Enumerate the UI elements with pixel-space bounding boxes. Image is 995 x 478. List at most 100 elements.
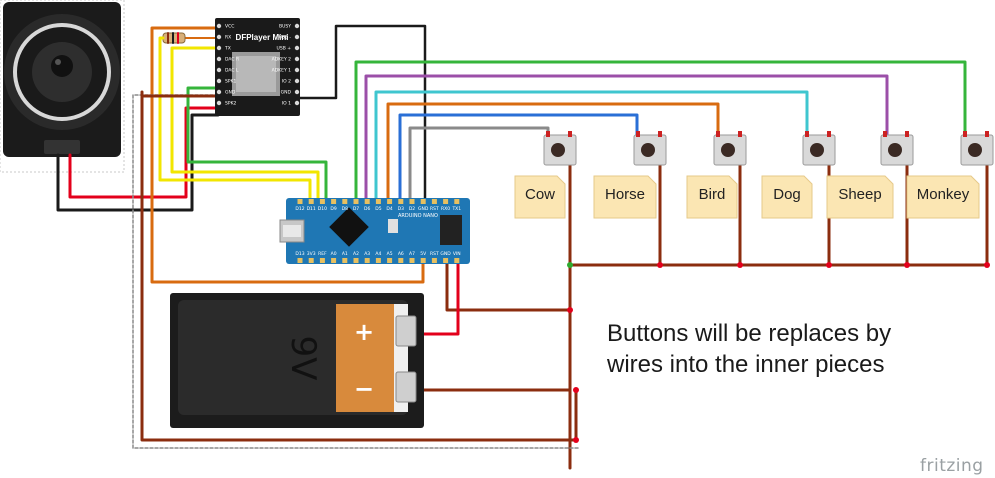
push-button-monkey: Monkey [906, 131, 994, 219]
nano-pin-label: GND [440, 251, 451, 257]
button-label: Horse [605, 186, 645, 203]
nano-pin-label: 5V [420, 251, 427, 257]
wire-return-brown [140, 90, 578, 442]
speaker-dome-highlight [55, 59, 61, 65]
nano-pin-label: A6 [398, 251, 404, 257]
nano-pin-label: D3 [398, 206, 404, 212]
speaker-terminal-block [44, 140, 80, 154]
nano-pin-label: A0 [331, 251, 337, 257]
nano-label: ARDUINO NANO [398, 213, 438, 219]
sticky-note [826, 175, 894, 219]
nano-pin-label: D5 [375, 206, 381, 212]
caption-line: wires into the inner pieces [607, 351, 885, 378]
speaker-outline [0, 0, 125, 173]
nano-pin [375, 199, 381, 204]
dfplayer-pin [294, 23, 300, 29]
dfplayer-pin-label: ADKEY 2 [272, 57, 292, 63]
button-label: Bird [699, 186, 726, 203]
nano-pin [364, 258, 370, 263]
battery-voltage-label: 9V [283, 336, 323, 381]
wire-vin-red [408, 260, 460, 336]
nano-pin [443, 199, 449, 204]
nano-pin [308, 199, 314, 204]
nano-pin-label: TX1 [451, 206, 461, 212]
nano-pin [409, 199, 415, 204]
junction-dot [573, 437, 579, 443]
nano-pin-label: RX0 [441, 206, 450, 212]
button-leg [963, 131, 967, 137]
nano-pin-label: D12 [295, 206, 304, 212]
nano-pin [319, 258, 325, 263]
nano-pin-label: A4 [375, 251, 381, 257]
button-cap [968, 143, 982, 157]
nano-pin [319, 199, 325, 204]
wire-speaker-black [56, 113, 220, 212]
sticky-note [593, 175, 657, 219]
junction-dot [657, 262, 663, 268]
junction-dot [567, 307, 573, 313]
junction-dot [984, 262, 990, 268]
button-leg [716, 131, 720, 137]
nano-pin [331, 258, 337, 263]
nano-pin [431, 199, 437, 204]
caption: Buttons will be replaces by wires into t… [607, 318, 977, 380]
dfplayer-pin [216, 23, 222, 29]
nano-pin [297, 258, 303, 263]
junction-dot [904, 262, 910, 268]
button-label: Monkey [917, 186, 970, 203]
nano-pin [387, 199, 393, 204]
sticky-note [761, 175, 813, 219]
dfplayer-pin-label: SPK2 [225, 101, 237, 107]
dfplayer-pin [216, 67, 222, 73]
button-leg [985, 131, 989, 137]
wire-sheep-purple [364, 74, 889, 202]
dfplayer-pin [294, 45, 300, 51]
nano-pin [375, 258, 381, 263]
button-leg [546, 131, 550, 137]
wire-dog-cyan [374, 90, 809, 202]
wire-nano-gnd-brown [445, 260, 572, 312]
nano-pin-label: D7 [353, 206, 359, 212]
button-cap [641, 143, 655, 157]
dfplayer-pin-label: ADKEY 1 [272, 68, 292, 74]
nano-pin [387, 258, 393, 263]
wire-speaker-red [68, 106, 220, 199]
dfplayer-pin-label: RX [225, 35, 231, 41]
push-button-bird: Bird [686, 131, 747, 219]
nano-pin-label: RST [430, 251, 439, 257]
junction-dot [573, 387, 579, 393]
nano-pin [364, 199, 370, 204]
wire-horse-blue [398, 113, 639, 202]
sticky-note [906, 175, 980, 219]
microcontroller-chip [329, 207, 369, 247]
nano-pin [353, 199, 359, 204]
button-leg [827, 131, 831, 137]
wire-gnd-black [296, 24, 427, 202]
dfplayer-pin-label: IO 1 [282, 101, 291, 107]
nano-pin [420, 199, 426, 204]
dfplayer-pin [294, 34, 300, 40]
dfplayer-pin-label: DAC L [225, 68, 239, 74]
nano-pin [331, 199, 337, 204]
nano-pin-label: D11 [307, 206, 316, 212]
nano-pin-label: D2 [409, 206, 415, 212]
battery-label-band [336, 304, 394, 412]
button-leg [738, 131, 742, 137]
sd-card [236, 56, 276, 92]
nano-pin [398, 199, 404, 204]
dfplayer-pin [294, 56, 300, 62]
wire-monkey-green [354, 60, 967, 202]
nano-pin-label: D4 [386, 206, 392, 212]
dfplayer-pin-label: USB - [279, 35, 292, 41]
nano-pin [443, 258, 449, 263]
wire-rx-yellow [158, 36, 312, 202]
nano-pin [342, 258, 348, 263]
nano-pin-label: VIN [453, 251, 461, 257]
dfplayer-pin-label: GND [225, 90, 236, 96]
nano-pin [308, 258, 314, 263]
nano-pin-label: 3V3 [307, 251, 316, 257]
